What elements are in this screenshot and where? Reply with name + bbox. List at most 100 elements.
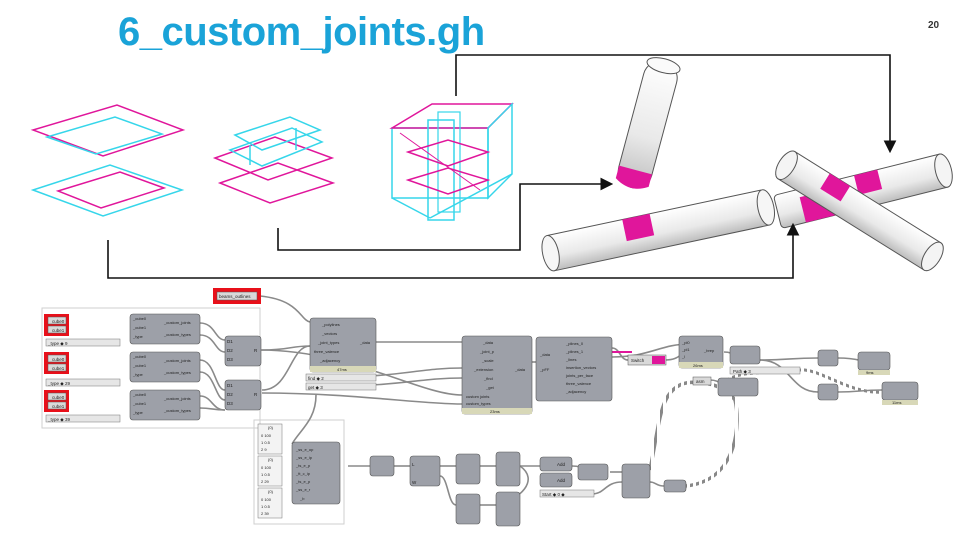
svg-text:2 29: 2 29 (261, 479, 270, 484)
loft-component[interactable]: _pl0 _pl1 _l _brep 26ms (678, 335, 724, 369)
svg-text:R: R (254, 348, 258, 353)
svg-text:_l: _l (681, 354, 685, 359)
svg-text:_brep: _brep (703, 348, 715, 353)
brep-label-2[interactable]: cube1 (52, 328, 65, 333)
outline-diagram-3 (389, 102, 514, 221)
svg-text:0 100: 0 100 (261, 497, 272, 502)
svg-text:_custom_joints: _custom_joints (163, 320, 191, 325)
type-slider-3[interactable]: _type ◆ 39 (47, 417, 70, 422)
svg-text:_vectors: _vectors (321, 331, 337, 336)
joint-component-1[interactable]: _cube0 _cube1 _type _custom_joints _cust… (129, 313, 201, 345)
joint-solver-component[interactable]: _data _joint_p _scale _extension _find _… (461, 335, 533, 415)
type-slider-2[interactable]: _type ◆ 29 (47, 381, 70, 386)
chain-component-2[interactable] (409, 455, 441, 487)
chain-component-6[interactable] (495, 491, 521, 527)
svg-text:_pl0: _pl0 (681, 340, 690, 345)
asm-param[interactable]: asm (696, 379, 705, 384)
svg-text:_cube0: _cube0 (132, 354, 147, 359)
get-slider[interactable]: get ◆ 3 (308, 385, 323, 390)
svg-text:D2: D2 (227, 348, 233, 353)
svg-text:_custom_types: _custom_types (163, 332, 191, 337)
add-component-2[interactable] (539, 472, 573, 488)
slide-title: 6_custom_joints.gh (118, 10, 485, 54)
svg-text:{0}: {0} (268, 489, 274, 494)
svg-text:_data: _data (539, 352, 551, 357)
svg-text:_ss_e_op: _ss_e_op (295, 447, 314, 452)
brep-label-3[interactable]: cube0 (52, 357, 65, 362)
svg-text:_get: _get (485, 385, 495, 390)
joint-params-component[interactable]: _ss_e_op _ss_e_ip _ts_e_p _tt_c_ip _ts_e… (291, 441, 341, 505)
asm-component[interactable] (717, 377, 759, 397)
bake-component-2[interactable] (881, 381, 919, 401)
tree-component[interactable] (729, 345, 761, 365)
svg-text:_cube1: _cube1 (132, 363, 147, 368)
svg-text:23ms: 23ms (490, 409, 500, 414)
svg-text:_lines: _lines (565, 357, 576, 362)
joint-component-2[interactable]: _cube0 _cube1 _type _custom_joints _cust… (129, 351, 201, 383)
data-output-component[interactable]: _data _pFF _plines_0 _plines_1 _lines in… (535, 336, 613, 402)
find-slider[interactable]: find ◆ 2 (308, 376, 324, 381)
curve-component[interactable] (621, 463, 651, 499)
svg-text:_ts_e_p: _ts_e_p (295, 463, 311, 468)
joint-component-3[interactable]: _cube0 _cube1 _type _custom_joints _cust… (129, 389, 201, 421)
chain-component-5[interactable] (455, 493, 481, 525)
svg-text:26ms: 26ms (693, 363, 703, 368)
merge-component-2[interactable]: D1 D2 D3 R (224, 379, 262, 411)
svg-text:insertion_vectors: insertion_vectors (566, 365, 596, 370)
brep-label-6[interactable]: cube1 (52, 404, 65, 409)
beams-render-image (541, 57, 953, 272)
main-joints-component[interactable]: _polylines _vectors _joint_types three_v… (309, 317, 377, 373)
brep-params: cube0 cube1 cube0 cube1 cube0 cube1 (44, 314, 69, 412)
brep-label-5[interactable]: cube0 (52, 395, 65, 400)
svg-text:D3: D3 (227, 401, 233, 406)
outline-diagram-1 (30, 104, 186, 217)
svg-text:_cube1: _cube1 (132, 401, 147, 406)
svg-text:Switch: Switch (631, 358, 645, 363)
bake-component-1[interactable] (857, 351, 891, 371)
svg-text:_adjacency: _adjacency (565, 389, 586, 394)
beams-outlines-param[interactable]: beams_outlines (213, 288, 261, 304)
svg-text:_b: _b (299, 496, 305, 501)
svg-text:47ms: 47ms (337, 367, 347, 372)
svg-text:0 100: 0 100 (261, 465, 272, 470)
path-slider[interactable]: Path ◆ 3 (733, 369, 751, 374)
svg-text:custom_types: custom_types (466, 401, 491, 406)
svg-text:_ss_e_ip: _ss_e_ip (295, 455, 313, 460)
add-component-1[interactable] (539, 456, 573, 472)
start-slider[interactable]: Start ◆ 0 ◆ (542, 492, 565, 497)
svg-text:W: W (412, 480, 417, 485)
grasshopper-canvas: cube0 cube1 cube0 cube1 cube0 cube1 _typ… (41, 288, 919, 527)
item-component-1[interactable] (817, 349, 839, 367)
svg-text:L: L (412, 462, 415, 467)
svg-text:_adjacency: _adjacency (319, 358, 340, 363)
output-component[interactable] (663, 479, 687, 493)
line-component[interactable] (577, 463, 609, 481)
svg-text:_cube0: _cube0 (132, 316, 147, 321)
svg-text:{0}: {0} (268, 457, 274, 462)
svg-text:_cube1: _cube1 (132, 325, 147, 330)
merge-component-1[interactable]: D1 D2 D3 R (224, 335, 262, 367)
joint-params-panels[interactable]: {0} 0 100 1 0.5 2 9 {0} 0 100 1 0.5 2 29… (257, 423, 283, 519)
flow-arrows (107, 54, 897, 279)
bake-time-2: 11ms (892, 400, 901, 405)
svg-text:beams_outlines: beams_outlines (219, 294, 251, 299)
svg-text:_custom_types: _custom_types (163, 370, 191, 375)
switch-toggle[interactable]: Switch (627, 354, 667, 366)
svg-text:_plines_1: _plines_1 (565, 349, 584, 354)
svg-text:1 0.5: 1 0.5 (261, 440, 271, 445)
svg-text:1 0.5: 1 0.5 (261, 504, 271, 509)
svg-text:D1: D1 (227, 383, 233, 388)
panel-group-frame (253, 419, 345, 525)
brep-label-1[interactable]: cube0 (52, 319, 65, 324)
brep-label-4[interactable]: cube1 (52, 366, 65, 371)
svg-text:_scale: _scale (481, 358, 494, 363)
type-slider-1[interactable]: _type ◆ 9 (47, 341, 68, 346)
svg-text:joints_per_face: joints_per_face (565, 373, 594, 378)
chain-component-4[interactable] (495, 451, 521, 487)
chain-component-3[interactable] (455, 453, 481, 485)
chain-component-1[interactable] (369, 455, 395, 477)
svg-text:Add: Add (557, 478, 566, 483)
item-component-2[interactable] (817, 383, 839, 401)
svg-text:_data: _data (359, 340, 371, 345)
